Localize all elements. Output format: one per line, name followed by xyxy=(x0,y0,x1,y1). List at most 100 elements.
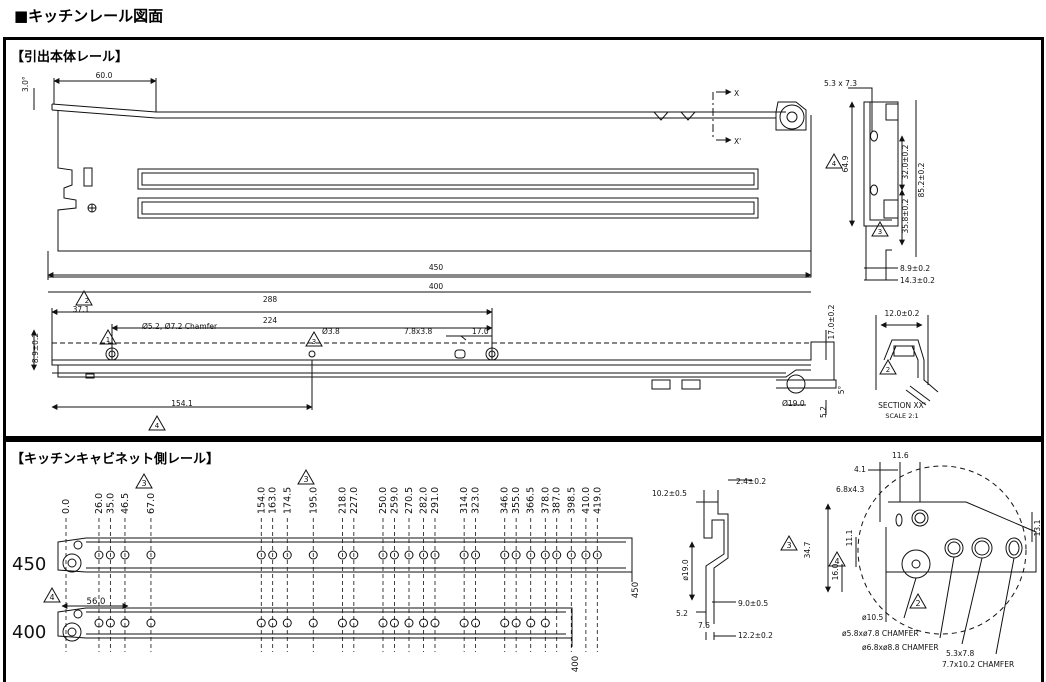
rail-hole xyxy=(430,618,440,628)
profile-19: ø19.0 xyxy=(681,559,690,581)
dim-450: 450 xyxy=(429,263,444,272)
detail-4-1: 4.1 xyxy=(854,465,866,474)
rail-hole xyxy=(581,550,591,560)
position-label: 195.0 xyxy=(308,487,319,514)
x-prime-mark: X' xyxy=(734,137,741,146)
slot-label: 7.8x3.8 xyxy=(404,327,433,336)
dim-8-9: 8.9±0.2 xyxy=(31,333,40,363)
dim-19: Ø19.0 xyxy=(782,399,805,408)
rail-hole xyxy=(566,550,576,560)
dim-37-1: 37.1 xyxy=(73,305,90,314)
detail-chamfer-2: ø6.8xø8.8 CHAMFER xyxy=(862,643,939,652)
section-tri: 2 xyxy=(886,366,890,374)
rail-hole xyxy=(459,618,469,628)
tri-3a-cab: 3 xyxy=(141,479,146,488)
position-label: 282.0 xyxy=(419,487,430,514)
rail-hole xyxy=(349,550,359,560)
rail-hole xyxy=(500,550,510,560)
position-label: 291.0 xyxy=(430,487,441,514)
rail-hole xyxy=(526,550,536,560)
rail-hole xyxy=(511,550,521,560)
profile-12-2: 12.2±0.2 xyxy=(738,631,773,640)
rail-hole xyxy=(389,550,399,560)
detail-10-5: ø10.5 xyxy=(862,613,884,622)
rail-hole xyxy=(378,550,388,560)
rail-hole xyxy=(337,550,347,560)
rail-hole xyxy=(146,550,156,560)
detail-13-1: 13.1 xyxy=(1033,519,1041,536)
detail-tri-2: 2 xyxy=(915,599,920,608)
rail-hole xyxy=(94,618,104,628)
rail-hole xyxy=(105,550,115,560)
detail-11-6: 11.6 xyxy=(892,451,909,460)
rail-hole xyxy=(552,550,562,560)
end-35-8: 35.8±0.2 xyxy=(901,198,910,233)
rail-hole xyxy=(511,618,521,628)
rail-hole xyxy=(120,550,130,560)
detail-chamfer-1: ø5.8xø7.8 CHAMFER xyxy=(842,629,919,638)
dim-224: 224 xyxy=(263,316,278,325)
detail-11-1: 11.1 xyxy=(845,529,854,546)
rail-hole xyxy=(282,550,292,560)
rail-hole xyxy=(268,550,278,560)
tri-3: 3 xyxy=(312,338,316,346)
rail-hole xyxy=(94,550,104,560)
end-85-2: 85.2±0.2 xyxy=(917,162,926,197)
dim-288: 288 xyxy=(263,295,278,304)
rail-hole xyxy=(430,550,440,560)
dim-5deg: 5° xyxy=(837,385,846,394)
detail-tri-3: 3 xyxy=(786,541,791,550)
dim-5-2: 5.2 xyxy=(819,406,828,418)
rail-hole xyxy=(256,550,266,560)
dim-400: 400 xyxy=(429,282,444,291)
tri-1: 1 xyxy=(106,336,110,344)
position-label: 46.5 xyxy=(120,493,131,514)
rail-hole xyxy=(592,550,602,560)
dim-17: 17.0 xyxy=(472,327,489,336)
rail-hole xyxy=(459,550,469,560)
position-label: 387.0 xyxy=(552,487,563,514)
profile-2-4: 2.4±0.2 xyxy=(736,477,766,486)
tri-3b-cab: 3 xyxy=(303,475,308,484)
rail-hole xyxy=(419,550,429,560)
rail-hole xyxy=(337,618,347,628)
profile-5-2: 5.2 xyxy=(676,609,688,618)
position-label: 174.5 xyxy=(282,487,293,514)
dim-17-v: 17.0±0.2 xyxy=(827,304,836,339)
position-label: 366.5 xyxy=(526,487,537,514)
rail-hole xyxy=(378,618,388,628)
section-scale: SCALE 2:1 xyxy=(885,412,918,420)
rail-hole xyxy=(419,618,429,628)
tri-4: 4 xyxy=(155,422,160,430)
end-64-9: 64.9 xyxy=(841,155,850,172)
position-label: 410.0 xyxy=(581,487,592,514)
rail-hole xyxy=(282,618,292,628)
label-400: 400 xyxy=(12,622,46,643)
chamfer-label: Ø5.2, Ø7.2 Chamfer xyxy=(142,322,218,331)
rail-hole xyxy=(540,550,550,560)
position-label: 154.0 xyxy=(256,487,267,514)
rail-hole xyxy=(500,618,510,628)
rail-hole xyxy=(471,550,481,560)
detail-34-7: 34.7 xyxy=(803,541,812,558)
rail-hole xyxy=(256,618,266,628)
position-label: 398.5 xyxy=(566,487,577,514)
body-rail-drawing: 2 1 4 3 4 3 2 3.0° 60.0 X X' 450 400 288… xyxy=(21,71,939,431)
end-tri-4: 4 xyxy=(832,160,837,168)
page-title: ■キッチンレール図面 xyxy=(14,7,164,25)
dim-60: 60.0 xyxy=(96,71,113,80)
rail-hole xyxy=(146,618,156,628)
rail-hole xyxy=(404,618,414,628)
end-tri-3: 3 xyxy=(878,228,882,236)
hole-small-label: Ø3.8 xyxy=(322,327,340,336)
end-slot: 5.3 x 7.3 xyxy=(824,79,857,88)
tri-2: 2 xyxy=(85,297,89,305)
label-450: 450 xyxy=(12,554,46,575)
position-label: 323.0 xyxy=(471,487,482,514)
detail-16-0: 16.0 xyxy=(831,563,840,580)
x-mark: X xyxy=(734,89,739,98)
position-label: 355.0 xyxy=(511,487,522,514)
angle-label: 3.0° xyxy=(21,76,30,92)
